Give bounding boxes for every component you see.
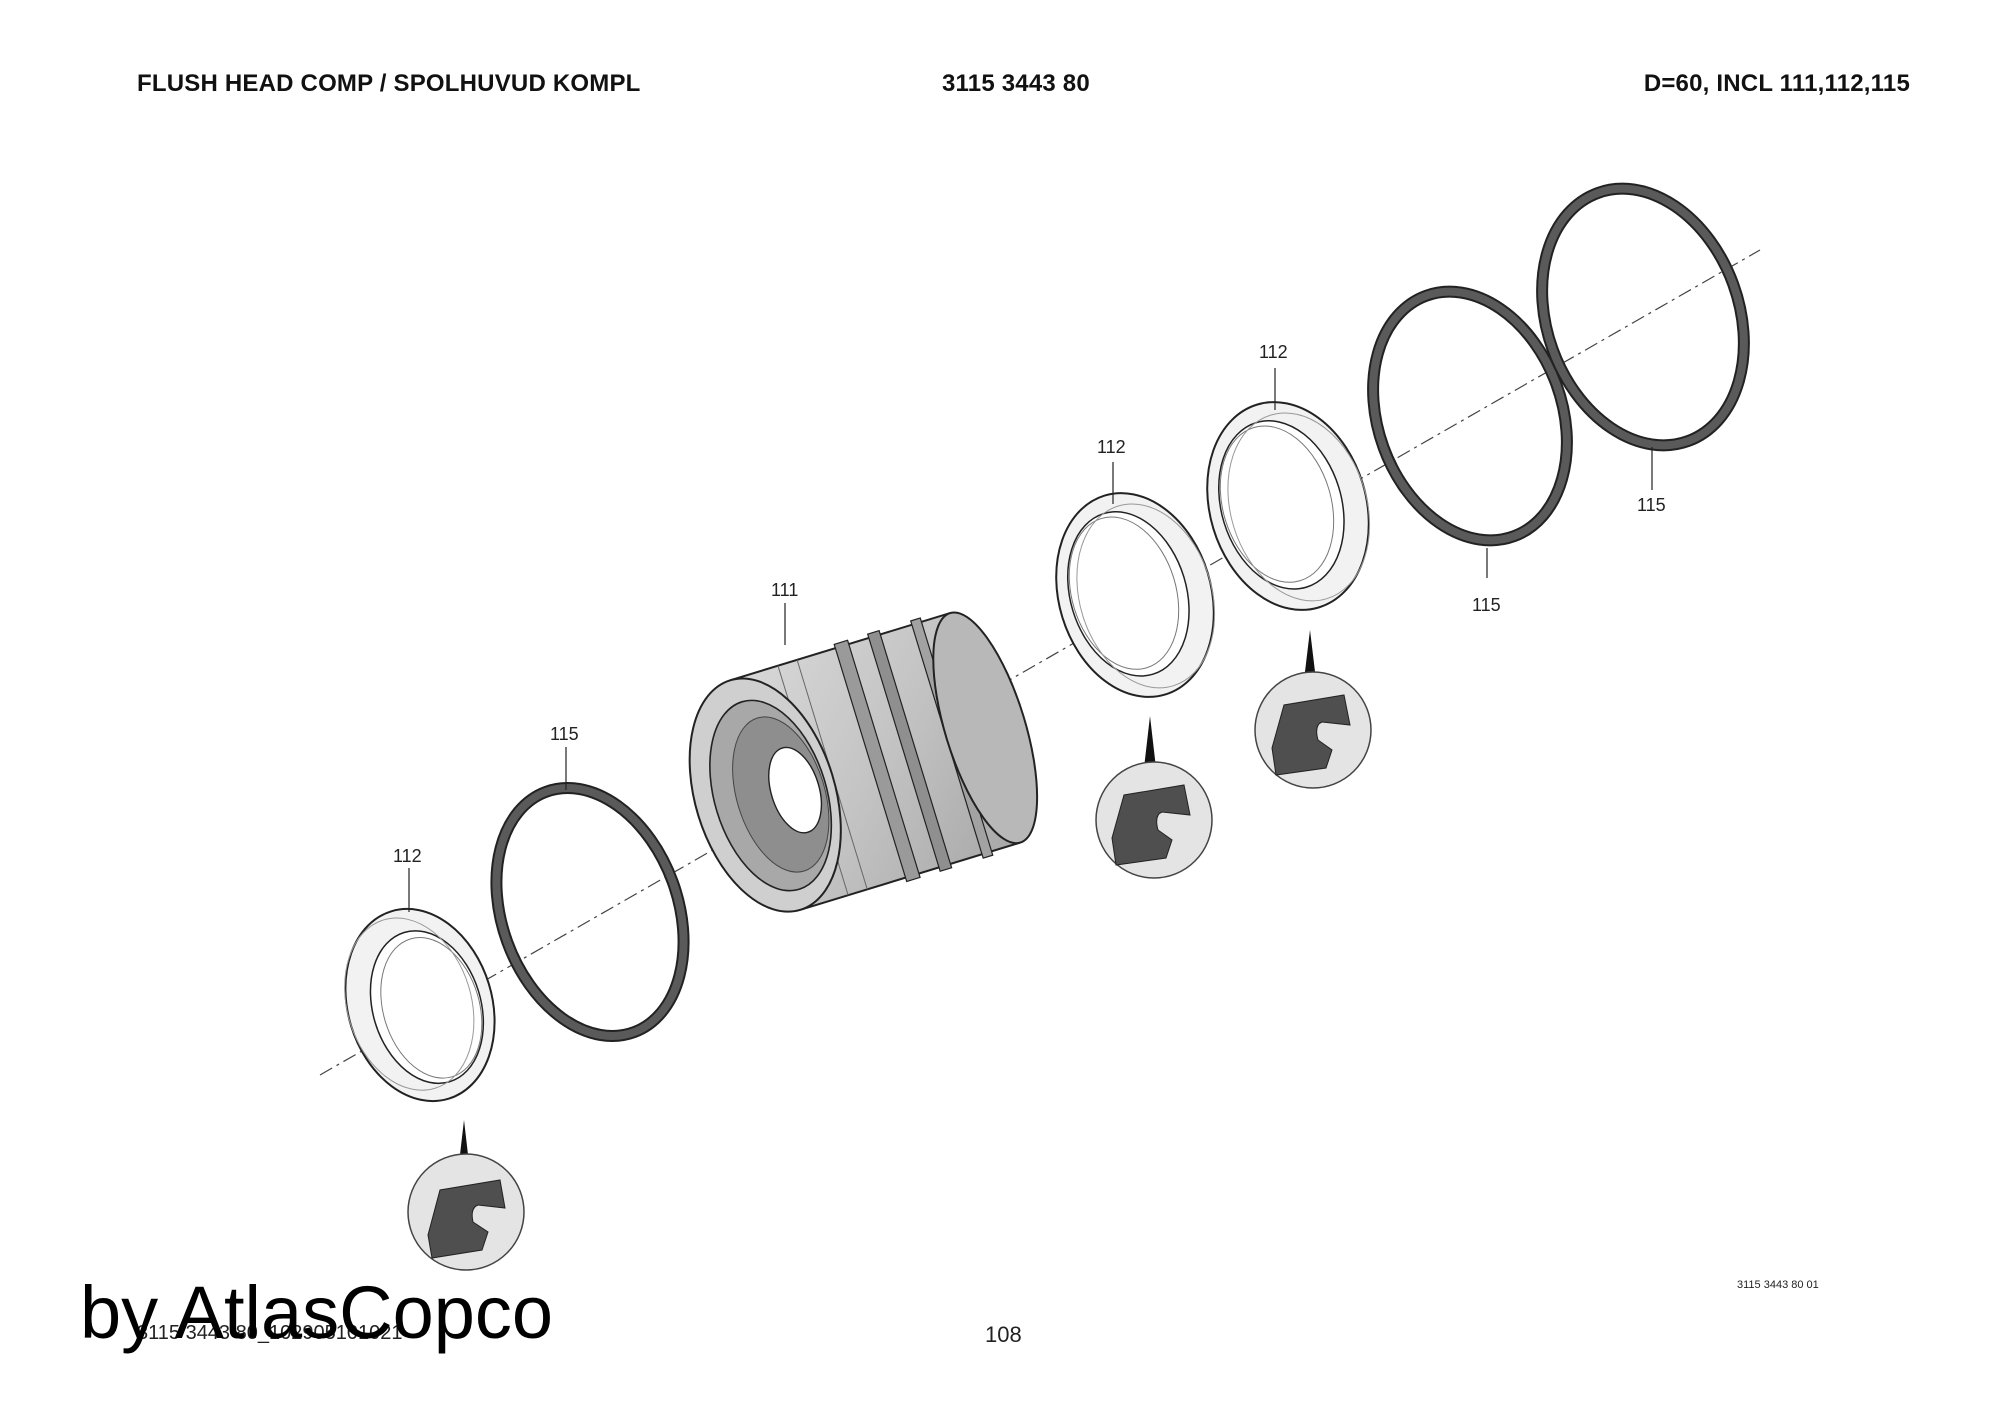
callout-115-left: 115 bbox=[550, 724, 579, 744]
header-title: FLUSH HEAD COMP / SPOLHUVUD KOMPL bbox=[137, 70, 641, 97]
guide-ring-112-right bbox=[1206, 401, 1371, 611]
callout-112-right: 112 bbox=[1259, 342, 1288, 362]
callout-112-middle: 112 bbox=[1097, 437, 1126, 457]
watermark-text: by AtlasCopco bbox=[80, 1271, 554, 1354]
guide-ring-112-left bbox=[344, 907, 496, 1103]
profile-detail-right bbox=[1254, 630, 1372, 789]
o-ring-115-middle bbox=[1367, 285, 1573, 547]
flush-head-body-111 bbox=[688, 611, 1039, 913]
leader-lines bbox=[408, 368, 1653, 912]
o-ring-115-right bbox=[1536, 182, 1750, 452]
center-axis-line bbox=[319, 249, 1761, 1076]
callout-112-left: 112 bbox=[393, 846, 422, 866]
callout-111: 111 bbox=[771, 580, 798, 600]
profile-detail-left bbox=[407, 1120, 525, 1271]
o-ring-115-left bbox=[490, 782, 690, 1042]
footer-document-id: 3115 3443 80_102905101021 bbox=[137, 1322, 403, 1344]
header-spec: D=60, INCL 111,112,115 bbox=[1643, 70, 1910, 97]
guide-ring-112-middle bbox=[1055, 492, 1216, 698]
drawing-reference: 3115 3443 80 01 bbox=[1737, 1279, 1819, 1291]
header-part-number: 3115 3443 80 bbox=[942, 70, 1090, 97]
footer-page-number: 108 bbox=[985, 1322, 1022, 1347]
callout-115-middle: 115 bbox=[1472, 595, 1501, 615]
profile-detail-middle bbox=[1095, 716, 1213, 879]
callout-115-right: 115 bbox=[1637, 495, 1666, 515]
